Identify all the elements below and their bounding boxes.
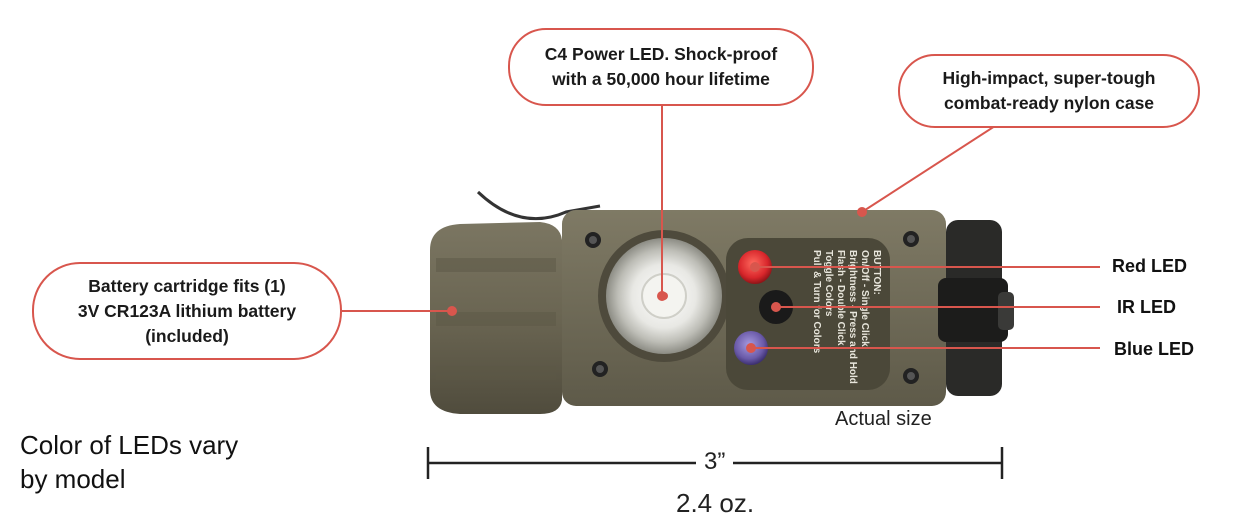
weight-label: 2.4 oz. — [676, 488, 755, 518]
callout-line: (included) — [145, 325, 229, 346]
note-line: Color of LEDs vary — [20, 430, 239, 460]
screw-icon — [585, 231, 919, 384]
callout-case: High-impact, super-tough combat-ready ny… — [898, 54, 1200, 128]
red-led-label: Red LED — [1112, 256, 1188, 276]
dimension-label: 3” — [696, 448, 734, 476]
callout-line: High-impact, super-tough — [942, 68, 1156, 88]
callout-power-led: C4 Power LED. Shock-proof with a 50,000 … — [508, 28, 814, 106]
callout-line: with a 50,000 hour lifetime — [552, 69, 770, 89]
ir-led-label: IR LED — [1117, 297, 1177, 317]
callout-line: combat-ready nylon case — [943, 93, 1155, 113]
note-line: by model — [20, 464, 126, 494]
blue-led-label: Blue LED — [1114, 339, 1195, 359]
callout-line: 3V CR123A lithium battery — [77, 300, 297, 321]
callout-line: Battery cartridge fits (1) — [88, 275, 286, 296]
led-color-note: Color of LEDs vary by model — [20, 428, 238, 496]
button-text: BUTTON: On/Off - Single Click Brightness… — [811, 250, 882, 387]
battery-cap — [430, 222, 562, 414]
clip-wire — [476, 190, 601, 221]
actual-size-label: Actual size — [835, 408, 932, 430]
callout-line: C4 Power LED. Shock-proof — [544, 44, 778, 64]
callout-battery: Battery cartridge fits (1) 3V CR123A lit… — [32, 262, 342, 360]
callout-leaders — [342, 106, 1100, 353]
